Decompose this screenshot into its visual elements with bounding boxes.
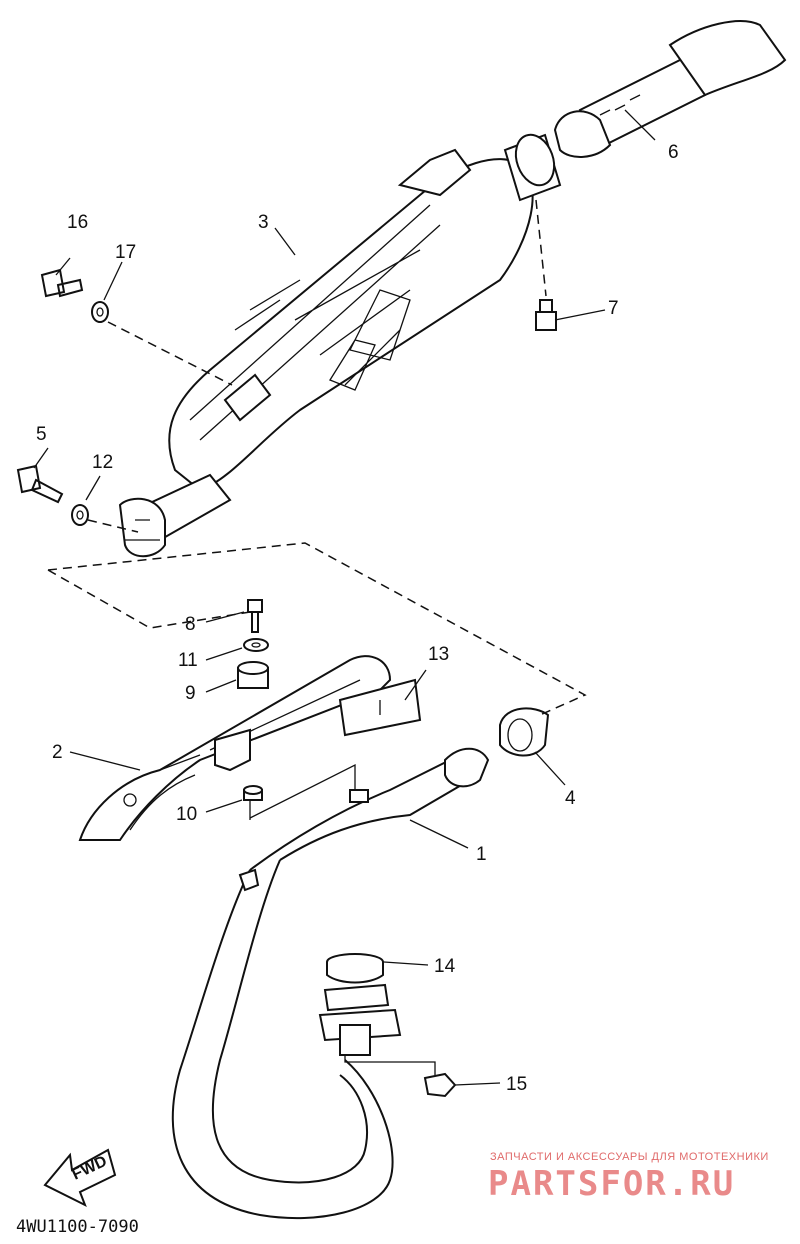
- callout-5: 5: [36, 424, 47, 445]
- callout-15: 15: [506, 1074, 527, 1095]
- callout-4: 4: [565, 788, 576, 809]
- watermark-tagline: ЗАПЧАСТИ И АКСЕССУАРЫ ДЛЯ МОТОТЕХНИКИ: [490, 1151, 769, 1163]
- heat-protector-part-2: [78, 655, 422, 841]
- muffler-part-3: [118, 133, 562, 558]
- callout-1: 1: [476, 844, 487, 865]
- fasteners: [16, 268, 557, 1098]
- callout-6: 6: [668, 142, 679, 163]
- fwd-arrow: FWD: [43, 1148, 117, 1208]
- leader-lines: [33, 109, 656, 1086]
- callout-11: 11: [178, 650, 198, 671]
- callout-7: 7: [608, 298, 619, 319]
- callout-12: 12: [92, 452, 113, 473]
- tail-pipe-part-6: [553, 20, 787, 158]
- callout-labels: 16 17 3 6 7 5 12 8 11 9 13 2 10 4 1 14 1…: [36, 142, 679, 1095]
- callout-17: 17: [115, 242, 136, 263]
- callout-16: 16: [67, 212, 88, 233]
- callout-8: 8: [185, 614, 196, 635]
- callout-14: 14: [434, 956, 456, 977]
- callout-2: 2: [52, 742, 63, 763]
- callout-3: 3: [258, 212, 269, 233]
- diagram-code: 4WU1100-7090: [16, 1217, 139, 1237]
- callout-9: 9: [185, 683, 196, 704]
- exhaust-pipe-part-1: [171, 747, 490, 1220]
- callout-10: 10: [176, 804, 197, 825]
- callout-13: 13: [428, 644, 449, 665]
- watermark-brand: PARTSFOR.RU: [488, 1164, 735, 1204]
